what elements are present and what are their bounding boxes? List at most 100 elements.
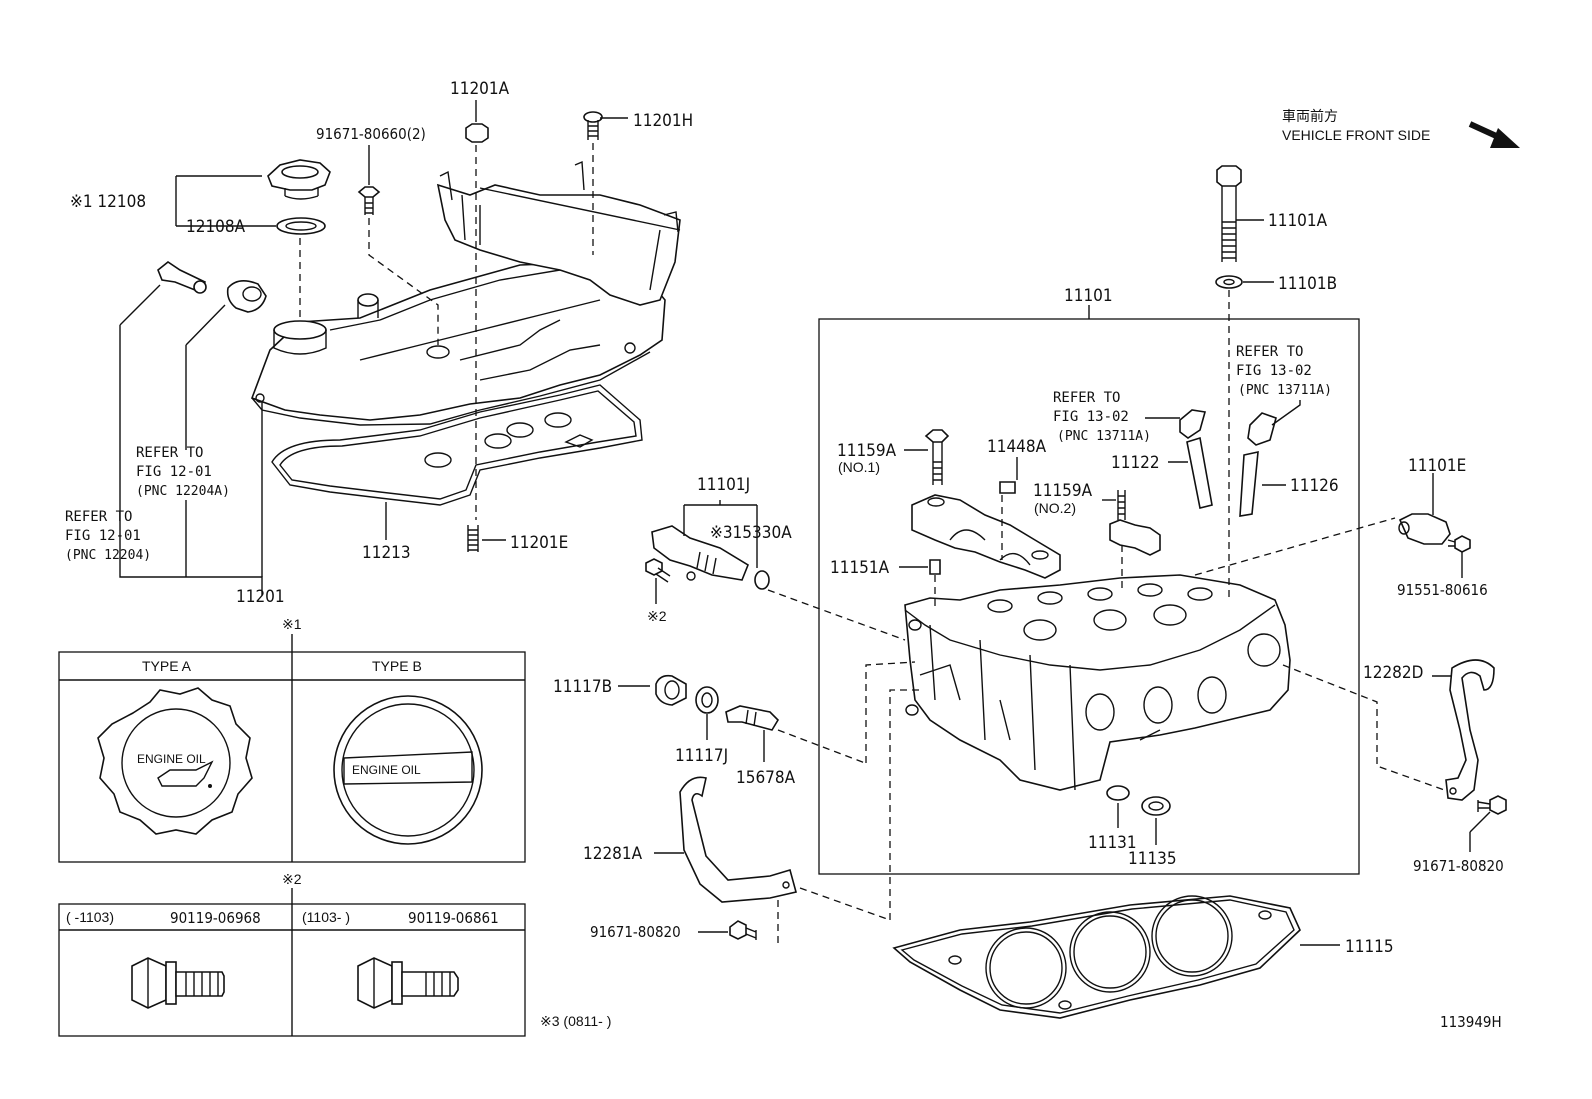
callout-11135: 11135 [1128,849,1177,869]
svg-text:(PNC 12204): (PNC 12204) [65,548,151,563]
cylinder-head-drawing [904,574,1291,791]
engine-hanger-12281A-drawing [679,776,797,903]
svg-text:REFER TO: REFER TO [1236,344,1303,360]
svg-text:(PNC 13711A): (PNC 13711A) [1238,383,1332,398]
bolt-11159A-no2-drawing [1117,490,1126,520]
seal-11131-drawing [1106,785,1130,801]
bolt-11201H-drawing [583,111,603,140]
callout-11159A-no1: 11159A [837,441,897,461]
head-gasket-11115-drawing [892,895,1301,1019]
bolt-90119-06861-drawing [357,957,459,1009]
engine-hanger-12282D-group [1432,659,1507,852]
gasket-11117J-drawing [695,686,719,714]
note2-marker: ※2 [282,871,302,887]
svg-text:REFER TO: REFER TO [136,445,203,461]
pcv-valve-drawing [157,261,207,294]
type-a-label: TYPE A [142,658,192,674]
svg-text:REFER TO: REFER TO [1053,390,1120,406]
orientation-indicator: 車両前方 VEHICLE FRONT SIDE [1282,108,1520,148]
note2-right-range: (1103- ) [302,909,350,925]
reference-13711A-mid: REFER TO FIG 13-02 (PNC 13711A) [1053,390,1151,444]
callout-11117J: 11117J [675,746,728,766]
sensor-11101E-drawing [1398,513,1451,545]
reference-13711A-right: REFER TO FIG 13-02 (PNC 13711A) [1236,344,1332,398]
callout-12108A: 12108A [186,217,246,237]
cap-b-text: ENGINE OIL [352,763,421,777]
svg-text:FIG 12-01: FIG 12-01 [136,464,212,480]
valve-stem-seal-mid-drawing [1179,409,1207,439]
callout-91671-80820-left: 91671-80820 [590,923,681,941]
callout-12108: ※1 12108 [70,192,146,212]
reference-12204: REFER TO FIG 12-01 (PNC 12204) [65,509,151,563]
bolt-91671-80660-drawing [357,186,381,215]
callout-11159A-no2-sub: (NO.2) [1034,500,1076,516]
callout-11117B: 11117B [553,677,612,697]
callout-11448A: 11448A [987,437,1047,457]
cylinder-head-group [767,165,1451,920]
valve-guide-11126-drawing [1239,450,1259,517]
callout-11122: 11122 [1111,453,1160,473]
callout-11213: 11213 [362,543,411,563]
callout-11159A-no1-sub: (NO.1) [838,459,880,475]
cam-sensor-group [1398,473,1471,578]
callout-91671-80820-right: 91671-80820 [1413,857,1504,875]
callout-15330A: ※315330A [710,523,792,543]
orientation-english: VEHICLE FRONT SIDE [1282,127,1430,143]
note1-oil-cap-types: ※1 TYPE A TYPE B ENGINE OIL ENGINE OIL [58,616,526,863]
filler-cap-gasket-drawing [276,217,326,235]
stud-11201E-drawing [467,525,479,552]
oil-can-icon [157,760,214,788]
plug-union-group [618,674,780,762]
head-bolt-11101A-drawing [1216,165,1242,262]
plug-11117B-drawing [655,674,687,706]
svg-text:REFER TO: REFER TO [65,509,132,525]
pin-11151A-drawing [929,559,941,575]
svg-text:(PNC 12204A): (PNC 12204A) [136,484,230,499]
svg-text:FIG 12-01: FIG 12-01 [65,528,141,544]
reference-12204A: REFER TO FIG 12-01 (PNC 12204A) [136,445,230,499]
pcv-grommet-drawing [226,280,267,313]
callout-11101B: 11101B [1278,274,1337,294]
valve-guide-11122-drawing [1186,436,1213,509]
callout-11201A: 11201A [450,79,510,99]
bolt-note2-drawing [645,558,671,583]
camshaft-bearing-cap-no2-drawing [1109,519,1161,556]
head-cover-gasket-drawing [271,384,643,506]
callout-note2-bolt: ※2 [647,608,667,624]
o-ring-15330A-drawing [754,570,770,590]
callout-11201H: 11201H [633,111,693,131]
note2-right-part: 90119-06861 [408,909,499,927]
oil-control-valve-group [645,500,770,604]
svg-text:(PNC 13711A): (PNC 13711A) [1057,429,1151,444]
note2-bolt-types: ※2 ( -1103) 90119-06968 (1103- ) 90119-0… [58,871,526,1037]
callout-12282D: 12282D [1363,663,1423,683]
nut-11201A-drawing [465,123,489,143]
union-15678A-drawing [725,705,780,731]
direction-arrow-icon [1468,121,1520,148]
note2-left-part: 90119-06968 [170,909,261,927]
callout-91671-80660: 91671-80660(2) [316,125,426,143]
type-b-label: TYPE B [372,658,422,674]
seal-11135-drawing [1141,796,1171,816]
bolt-90119-06968-drawing [131,957,225,1009]
callout-11101: 11101 [1064,286,1113,306]
note3: ※3 (0811- ) [540,1013,611,1029]
valve-stem-seal-right-drawing [1247,412,1277,446]
callout-11101E: 11101E [1408,456,1466,476]
valve-cover-drawing [250,160,681,426]
bolt-91671-80820-right-drawing [1477,795,1507,815]
bolt-91551-80616-drawing [1447,535,1471,553]
svg-text:FIG 13-02: FIG 13-02 [1053,409,1129,425]
washer-11101B-drawing [1215,275,1243,289]
callout-11159A-no2: 11159A [1033,481,1093,501]
note1-marker: ※1 [282,616,302,632]
callout-11131: 11131 [1088,833,1137,853]
callout-11151A: 11151A [830,558,890,578]
engine-hanger-12282D-drawing [1445,659,1495,801]
knock-pin-11448A-drawing [999,481,1016,494]
callout-12281A: 12281A [583,844,643,864]
oil-cap-type-b-drawing: ENGINE OIL [333,695,483,845]
callout-11126: 11126 [1290,476,1339,496]
head-gasket-11115-group [892,895,1340,1019]
